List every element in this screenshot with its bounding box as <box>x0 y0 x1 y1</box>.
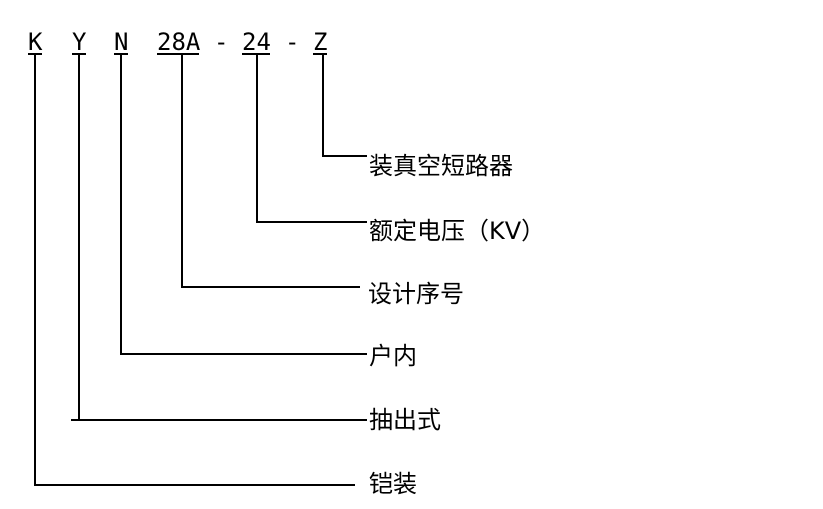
code-dash-2: - <box>285 28 299 56</box>
leader-28a <box>181 54 360 288</box>
label-withdrawable: 抽出式 <box>369 406 441 434</box>
code-segment-y: Y <box>72 28 87 56</box>
label-rated-voltage: 额定电压（KV） <box>369 217 545 245</box>
leader-z <box>322 54 367 157</box>
label-indoor: 户内 <box>369 342 417 370</box>
code-dash-1: - <box>214 28 228 56</box>
leader-k <box>34 54 355 486</box>
code-segment-24: 24 <box>242 28 271 56</box>
code-segment-k: K <box>28 28 43 56</box>
leader-lines <box>34 54 367 486</box>
label-vacuum-breaker: 装真空短路器 <box>369 152 513 180</box>
leader-24 <box>256 54 367 223</box>
labels: 装真空短路器 额定电压（KV） 设计序号 户内 抽出式 铠装 <box>368 152 545 498</box>
label-armored: 铠装 <box>369 470 417 498</box>
code-segment-n: N <box>114 28 128 56</box>
leader-n <box>120 54 367 355</box>
model-code-row: K Y N 28A - 24 - Z <box>28 28 327 56</box>
label-design-number: 设计序号 <box>368 280 464 308</box>
code-segment-28a: 28A <box>157 28 201 56</box>
code-segment-z: Z <box>313 28 327 56</box>
